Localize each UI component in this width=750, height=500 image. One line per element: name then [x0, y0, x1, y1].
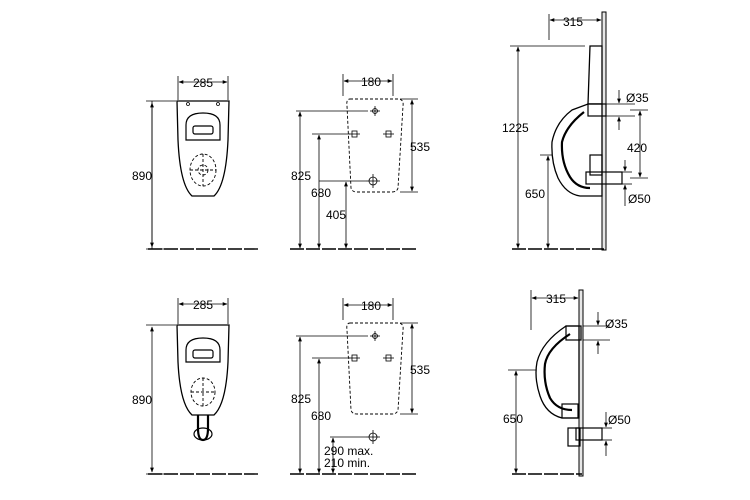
flush-inlet — [192, 349, 214, 359]
rear-max-label: 290 max. — [324, 444, 373, 458]
drain-grate — [190, 377, 216, 407]
rear-535-label: 535 — [410, 363, 430, 377]
front-view-top: 890 285 — [132, 76, 258, 250]
urinal-front-basin — [185, 337, 221, 363]
outlet-pipe — [585, 171, 623, 185]
urinal-side-inner — [560, 111, 591, 190]
rear-width-label: 180 — [361, 299, 381, 313]
side-view-top: 315 1225 650 Ø35 420 Ø50 — [502, 11, 651, 251]
inlet-pipe — [565, 325, 582, 341]
urinal-side-inner — [543, 333, 573, 412]
trap — [561, 403, 579, 419]
urinal-side-bowl — [535, 325, 580, 419]
urinal-rear-outline — [346, 98, 404, 193]
urinal-rear-outline — [346, 322, 404, 415]
side-650-label: 650 — [503, 412, 523, 426]
rear-405-label: 405 — [326, 208, 346, 222]
side-1225-label: 1225 — [502, 121, 529, 135]
front-height-label: 890 — [132, 169, 152, 183]
rear-825-label: 825 — [291, 169, 311, 183]
rear-680-label: 680 — [311, 186, 331, 200]
side-depth-label: 315 — [563, 15, 583, 29]
siphon — [567, 427, 581, 447]
rear-min-label: 210 min. — [324, 456, 370, 470]
side-420-label: 420 — [627, 141, 647, 155]
side-d35-label: Ø35 — [605, 317, 628, 331]
front-height-label: 890 — [132, 393, 152, 407]
fixing-points — [349, 331, 394, 444]
side-d50-label: Ø50 — [608, 413, 631, 427]
side-d35-label: Ø35 — [626, 91, 649, 105]
side-d50-label: Ø50 — [628, 192, 651, 206]
urinal-upper-cover — [587, 45, 603, 105]
trap — [589, 154, 603, 176]
urinal-front-basin — [185, 112, 221, 141]
fixing-points — [349, 106, 394, 188]
side-650-label: 650 — [525, 187, 545, 201]
front-width-label: 285 — [193, 76, 213, 90]
rear-view-top: 180 535 825 680 405 — [290, 74, 430, 250]
rear-view-bottom: 180 535 825 680 290 max. 210 min. — [290, 298, 430, 475]
front-width-label: 285 — [193, 298, 213, 312]
outlet-pipe — [575, 427, 603, 441]
side-depth-label: 315 — [546, 292, 566, 306]
inlet-pipe — [587, 103, 607, 117]
front-view-bottom: 890 285 — [132, 298, 258, 475]
rear-width-label: 180 — [361, 75, 381, 89]
rear-535-label: 535 — [410, 140, 430, 154]
side-view-bottom: 315 650 Ø35 Ø50 — [503, 289, 631, 477]
drain-grate — [189, 153, 217, 187]
urinal-front-body — [176, 324, 230, 416]
rear-825-label: 825 — [291, 392, 311, 406]
rear-680-label: 680 — [311, 409, 331, 423]
flush-inlet — [192, 125, 214, 135]
